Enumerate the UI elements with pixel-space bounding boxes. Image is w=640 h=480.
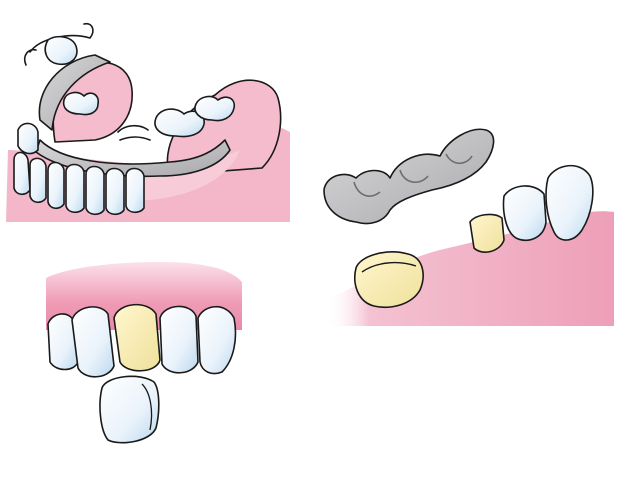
denture-molar-1 [62, 91, 100, 116]
denture-molar-2 [154, 108, 205, 138]
denture-molar-3 [194, 95, 236, 122]
bridge-small-tooth [469, 213, 505, 253]
veneer-tooth-2 [71, 306, 115, 378]
veneer-tooth-3 [159, 305, 199, 374]
bridge-stump-tooth [354, 251, 424, 308]
veneer-tooth-4 [197, 305, 237, 375]
denture-metal-arm [38, 54, 111, 131]
veneer-tooth-yellow [113, 303, 161, 372]
veneer-shell [99, 375, 160, 444]
denture-top-tooth [44, 35, 78, 66]
partial-denture-group [6, 22, 290, 222]
bridge-tooth-2 [545, 164, 594, 241]
bridge-group [323, 128, 614, 326]
bridge-metal [323, 128, 495, 225]
denture-front-teeth [13, 122, 145, 216]
denture-clasp-mid [117, 124, 151, 141]
veneer-group [46, 262, 242, 444]
denture-clasp-top [23, 22, 94, 66]
bridge-tooth-1 [502, 185, 547, 242]
